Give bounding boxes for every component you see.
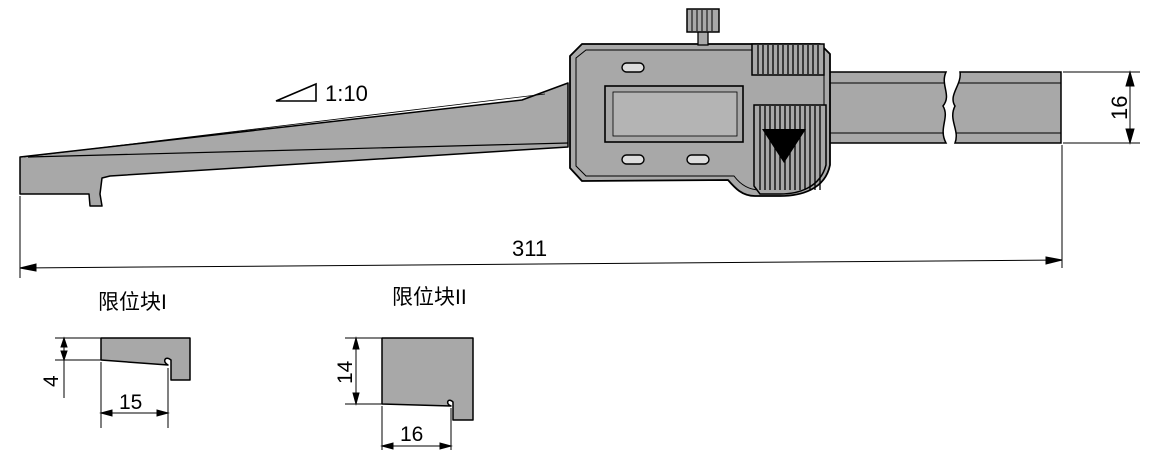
stop-block-2-height-label: 14 (334, 360, 357, 384)
main-beam-right (952, 71, 1062, 144)
stop-block-1-width-dim (99, 362, 170, 428)
stop-block-1-height-dim (55, 336, 101, 398)
stop-block-1-title: 限位块I (98, 291, 167, 314)
stop-block-1-shape (100, 337, 191, 381)
beam-height-label: 16 (1107, 96, 1132, 120)
stop-block-1-width-label: 15 (119, 391, 142, 414)
taper-symbol-icon (275, 82, 317, 102)
jaw-bevel-line (27, 142, 569, 158)
stop-block-2-width-dim (380, 406, 453, 450)
stop-block-2-height-dim (345, 336, 382, 406)
lcd-inner (612, 91, 738, 137)
knurled-lower-wheel (753, 104, 827, 195)
overall-length-label: 311 (512, 236, 547, 261)
overall-length-dimension (19, 145, 1063, 278)
stop-block-1-height-label: 4 (40, 375, 63, 387)
direction-arrow-icon (762, 129, 806, 163)
measuring-jaw (19, 82, 569, 207)
stop-block-2-title: 限位块II (392, 286, 467, 309)
main-beam-left (827, 71, 948, 144)
stop-block-2-shape (381, 337, 474, 421)
stop-block-2-width-label: 16 (400, 423, 423, 446)
jaw-edge-line (23, 93, 546, 158)
button-top-left (621, 62, 645, 73)
button-bottom-left (621, 154, 645, 165)
taper-ratio-label: 1:10 (325, 81, 368, 106)
locking-screw-icon (686, 8, 720, 46)
button-bottom-right (686, 154, 710, 165)
knurled-top-wheel (751, 43, 825, 76)
beam-height-dimension (1063, 70, 1140, 145)
